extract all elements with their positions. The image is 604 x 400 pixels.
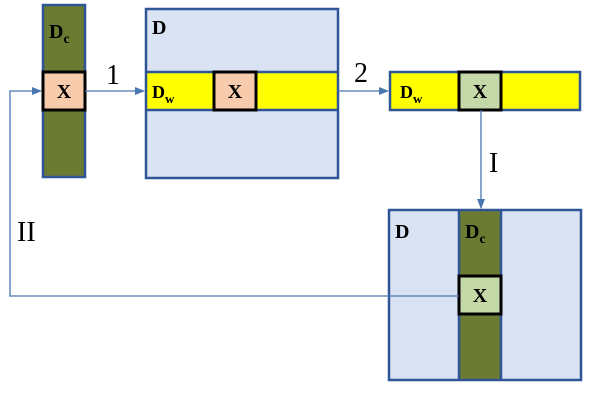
matrix-top: D Dw X (144, 7, 340, 180)
arrows (9, 87, 485, 297)
matrix-bottom-cell (457, 274, 503, 316)
arrow-label-I: I (489, 148, 498, 179)
matrix-bottom-border (387, 208, 583, 382)
arrow-label-2: 2 (354, 58, 368, 89)
matrix-bottom-column-label: Dc (465, 221, 486, 247)
matrix-top-row-label: Dw (152, 82, 175, 106)
column-strip-label: Dc (49, 21, 70, 47)
matrix-bottom-label: D (395, 221, 409, 243)
arrow-step-II (9, 87, 459, 297)
matrix-top-border (144, 7, 340, 180)
matrix-bottom-cell-label: X (473, 285, 488, 307)
row-strip-cell (457, 70, 503, 112)
matrix-top-cell-label: X (228, 81, 243, 103)
row-strip-label: Dw (400, 82, 423, 106)
arrow-label-1: 1 (106, 60, 120, 91)
matrix-bottom: D Dc X (387, 208, 583, 382)
row-strip: Dw X (388, 70, 582, 112)
matrix-top-label: D (152, 17, 166, 39)
column-strip: Dc X (41, 3, 87, 179)
matrix-top-cell (212, 70, 258, 112)
row-strip-cell-label: X (473, 81, 488, 103)
column-strip-cell-label: X (57, 81, 72, 103)
arrow-label-II: II (17, 217, 36, 248)
